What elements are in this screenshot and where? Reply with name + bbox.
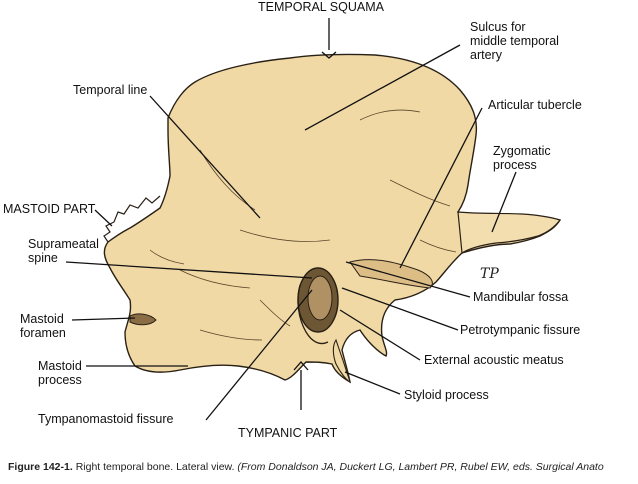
label-mastoid-part: MASTOID PART bbox=[3, 202, 96, 216]
leader-lines bbox=[65, 18, 517, 421]
label-mandibular-fossa: Mandibular fossa bbox=[473, 290, 569, 304]
mastoid-edge bbox=[103, 195, 161, 243]
figure-caption: Figure 142-1. Right temporal bone. Later… bbox=[8, 461, 636, 473]
mastoid-foramen-shape bbox=[129, 313, 157, 326]
petrotympanic-leader bbox=[341, 287, 459, 331]
label-tympanic-part: TYMPANIC PART bbox=[238, 426, 338, 440]
label-suprameatal-line2: spine bbox=[28, 251, 58, 265]
artist-initials: TP bbox=[480, 266, 499, 282]
mastoid-foramen-leader bbox=[71, 317, 136, 321]
styloid-leader bbox=[344, 371, 401, 395]
label-zygomatic-process: Zygomatic process bbox=[493, 144, 551, 172]
label-tympanomastoid-fissure: Tympanomastoid fissure bbox=[38, 412, 174, 426]
label-styloid-process: Styloid process bbox=[404, 388, 489, 402]
sulcus-leader bbox=[304, 44, 461, 131]
external-acoustic-leader bbox=[339, 309, 421, 361]
zygomatic-leader bbox=[491, 171, 517, 233]
label-mastoid-process: Mastoid process bbox=[38, 359, 82, 387]
temporal-bone-shape bbox=[103, 53, 562, 384]
label-suprameatal-line1: Suprameatal bbox=[28, 237, 99, 251]
label-mastoid-process-line2: process bbox=[38, 373, 82, 387]
label-mastoid-foramen-line1: Mastoid bbox=[20, 312, 64, 326]
caption-source: (From Donaldson JA, Duckert LG, Lambert … bbox=[237, 461, 604, 473]
label-suprameatal-spine: Suprameatal spine bbox=[28, 237, 99, 265]
label-zygomatic-line1: Zygomatic bbox=[493, 144, 551, 158]
label-sulcus-line3: artery bbox=[470, 48, 502, 62]
suprameatal-leader bbox=[65, 261, 313, 279]
label-sulcus-line1: Sulcus for bbox=[470, 20, 526, 34]
label-zygomatic-line2: process bbox=[493, 158, 537, 172]
tympanic-part-arrowhead bbox=[293, 361, 309, 371]
zygomatic-process-shape bbox=[457, 211, 561, 255]
temporal-line-leader bbox=[149, 95, 261, 219]
label-temporal-squama: TEMPORAL SQUAMA bbox=[258, 0, 384, 14]
label-mastoid-foramen-line2: foramen bbox=[20, 326, 66, 340]
label-sulcus-line2: middle temporal bbox=[470, 34, 559, 48]
articular-tubercle-leader bbox=[399, 107, 483, 269]
external-acoustic-meatus-shape bbox=[297, 267, 339, 345]
label-mastoid-foramen: Mastoid foramen bbox=[20, 312, 66, 340]
label-external-acoustic-meatus: External acoustic meatus bbox=[424, 353, 564, 367]
label-temporal-line: Temporal line bbox=[73, 83, 148, 97]
tympanomastoid-leader bbox=[205, 289, 313, 421]
caption-text: Right temporal bone. Lateral view. bbox=[75, 461, 235, 473]
mandibular-fossa-leader bbox=[345, 261, 471, 298]
label-petrotympanic-fissure: Petrotympanic fissure bbox=[460, 323, 581, 337]
mastoid-part-leader bbox=[94, 209, 113, 227]
label-articular-tubercle: Articular tubercle bbox=[488, 98, 582, 112]
label-mastoid-process-line1: Mastoid bbox=[38, 359, 82, 373]
caption-figure-number: Figure 142-1. bbox=[8, 461, 73, 473]
label-sulcus: Sulcus for middle temporal artery bbox=[470, 20, 559, 62]
temporal-squama-arrowhead bbox=[321, 51, 337, 59]
styloid-process-shape bbox=[332, 338, 351, 384]
